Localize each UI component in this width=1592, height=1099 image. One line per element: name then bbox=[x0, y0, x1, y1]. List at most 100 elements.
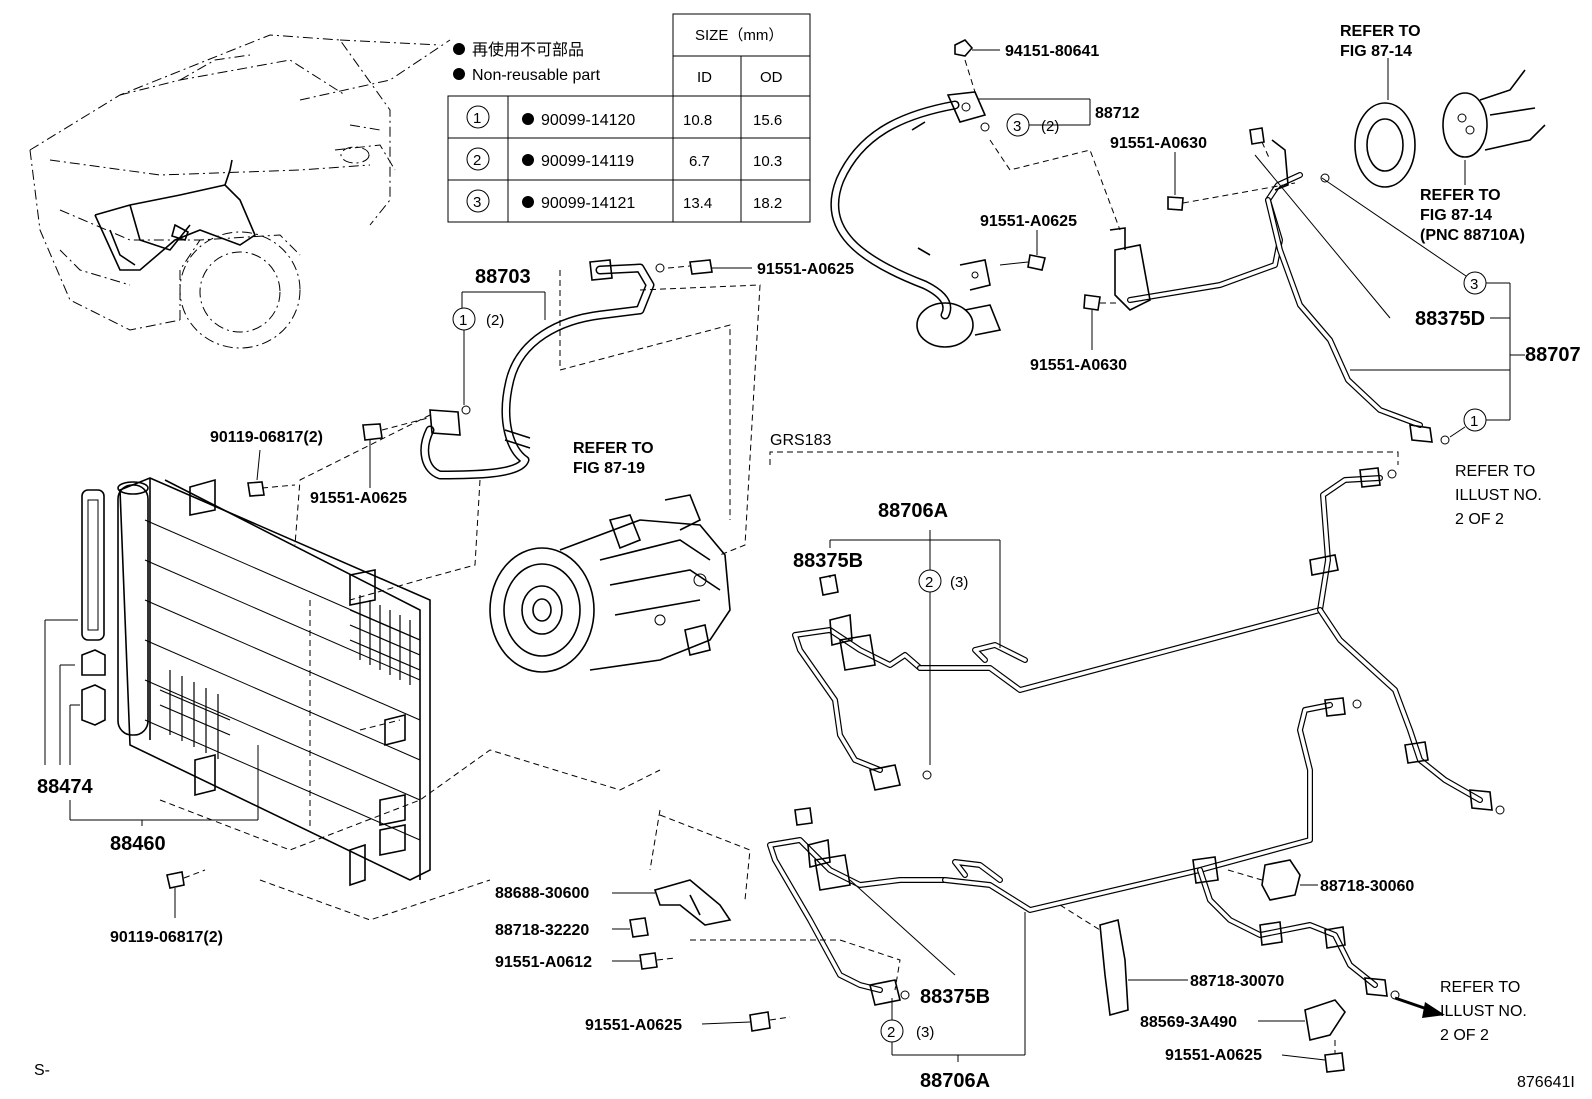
legend: 再使用不可部品 Non-reusable part SIZE（mm） ID OD… bbox=[447, 13, 811, 223]
refer-illust-2of2-a-line2: ILLUST NO. bbox=[1455, 487, 1542, 504]
refer-fig-87-14-top: REFER TO bbox=[1340, 23, 1421, 40]
part-88718-30070: 88718-30070 bbox=[1190, 973, 1284, 990]
part-91551-a0625-bot: 91551-A0625 bbox=[585, 1017, 682, 1034]
part-88703: 88703 bbox=[475, 266, 531, 288]
part-88688-30600: 88688-30600 bbox=[495, 885, 589, 902]
bolt-91551-a0612 bbox=[639, 952, 676, 970]
liquid-tube-88707 bbox=[1109, 139, 1450, 445]
clamp-88688 bbox=[653, 879, 732, 926]
s-mark: S- bbox=[34, 1062, 50, 1079]
bolt-91551-a0630-bot bbox=[1083, 294, 1120, 350]
callout-3: 3 bbox=[1013, 118, 1021, 135]
cushion-88474 bbox=[81, 649, 106, 726]
row-od: 15.6 bbox=[753, 112, 782, 129]
row-id: 13.4 bbox=[683, 195, 712, 212]
callout-2: 2 bbox=[925, 574, 933, 591]
refer-fig-87-14-top-line2: FIG 87-14 bbox=[1340, 43, 1412, 60]
callout-1-qty: (2) bbox=[486, 312, 504, 329]
od-header: OD bbox=[760, 69, 783, 86]
refer-illust-2of2-b-line3: 2 OF 2 bbox=[1440, 1027, 1489, 1044]
pulley-ring-ref bbox=[1354, 58, 1546, 188]
refer-illust-2of2-b: REFER TO bbox=[1440, 979, 1520, 996]
part-91551-a0612: 91551-A0612 bbox=[495, 954, 592, 971]
non-reusable-bullet-icon bbox=[522, 196, 534, 208]
figure-number: 876641I bbox=[1517, 1074, 1575, 1091]
part-88712: 88712 bbox=[1095, 105, 1140, 122]
refer-fig-87-19: REFER TO bbox=[573, 440, 654, 457]
non-reusable-bullet-icon bbox=[522, 113, 534, 125]
part-90119-06817-bot: 90119-06817(2) bbox=[110, 929, 223, 946]
part-91551-a0625-br: 91551-A0625 bbox=[1165, 1047, 1262, 1064]
callout-3: 3 bbox=[1470, 276, 1478, 293]
callout-2-qty: (3) bbox=[916, 1024, 934, 1041]
bolt-91551-a0630-top bbox=[1167, 182, 1296, 211]
discharge-hose-88712 bbox=[830, 91, 1002, 348]
bracket-88569 bbox=[1304, 999, 1346, 1041]
bolt-91551-a0625-hose bbox=[667, 259, 752, 275]
vehicle-location-illustration bbox=[29, 34, 451, 349]
row-part-number: 90099-14120 bbox=[541, 112, 635, 129]
tube-88706a-upper bbox=[792, 467, 1505, 815]
bolt-90119-top bbox=[247, 449, 296, 497]
row-number: 3 bbox=[473, 194, 481, 211]
row-part-number: 90099-14119 bbox=[541, 153, 634, 170]
grs183-label: GRS183 bbox=[770, 432, 831, 449]
non-reusable-bullet-icon bbox=[453, 68, 465, 80]
bolt-91551-a0625-left bbox=[362, 417, 429, 488]
refer-pnc-88710a: (PNC 88710A) bbox=[1420, 227, 1525, 244]
non-reusable-bullet-icon bbox=[453, 43, 465, 55]
arrow-right-icon bbox=[1394, 996, 1445, 1018]
bolt-91551-a0625-mid bbox=[999, 230, 1046, 271]
bolt-94151 bbox=[954, 39, 1000, 93]
row-part-number: 90099-14121 bbox=[541, 195, 635, 212]
size-header: SIZE（mm） bbox=[695, 27, 783, 44]
bracket-88718-30070 bbox=[1059, 904, 1129, 1017]
part-88375d: 88375D bbox=[1415, 308, 1485, 330]
part-88375b-top: 88375B bbox=[793, 550, 863, 572]
compressor bbox=[489, 494, 731, 673]
part-88718-32220: 88718-32220 bbox=[495, 922, 589, 939]
part-94151-80641: 94151-80641 bbox=[1005, 43, 1099, 60]
callout-2: 2 bbox=[887, 1024, 895, 1041]
callout-1: 1 bbox=[459, 312, 467, 329]
row-od: 18.2 bbox=[753, 195, 782, 212]
part-91551-a0625-hose: 91551-A0625 bbox=[757, 261, 854, 278]
table-row: 2 90099-14119 6.7 10.3 bbox=[466, 147, 782, 171]
row-od: 10.3 bbox=[753, 153, 782, 170]
refer-illust-2of2-a-line3: 2 OF 2 bbox=[1455, 511, 1504, 528]
condenser-fins bbox=[159, 595, 421, 759]
part-90119-06817-top: 90119-06817(2) bbox=[210, 429, 323, 446]
part-88460: 88460 bbox=[110, 833, 166, 855]
tube-88706a-lower bbox=[767, 697, 1400, 1006]
part-91551-a0630-top: 91551-A0630 bbox=[1110, 135, 1207, 152]
clip-88718-32220 bbox=[629, 917, 649, 938]
non-reusable-bullet-icon bbox=[522, 154, 534, 166]
part-91551-a0625-left: 91551-A0625 bbox=[310, 490, 407, 507]
refer-illust-2of2-a: REFER TO bbox=[1455, 463, 1535, 480]
refer-fig-87-19-line2: FIG 87-19 bbox=[573, 460, 645, 477]
refer-illust-2of2-b-line2: ILLUST NO. bbox=[1440, 1003, 1527, 1020]
condenser-88460 bbox=[117, 477, 431, 887]
part-88706a-bot: 88706A bbox=[920, 1070, 990, 1092]
refer-fig-87-14-mid: REFER TO bbox=[1420, 187, 1501, 204]
size-table: SIZE（mm） ID OD 1 90099-14120 10.8 15.6 2… bbox=[447, 13, 811, 223]
part-88474: 88474 bbox=[37, 776, 93, 798]
row-number: 1 bbox=[473, 110, 481, 127]
part-88707: 88707 bbox=[1525, 344, 1581, 366]
side-seal bbox=[81, 489, 105, 641]
callout-1: 1 bbox=[1470, 413, 1478, 430]
legend-en-text: Non-reusable part bbox=[472, 67, 601, 84]
row-id: 6.7 bbox=[689, 153, 710, 170]
part-88569-3a490: 88569-3A490 bbox=[1140, 1014, 1237, 1031]
bolt-91551-a0625-br bbox=[1324, 1040, 1345, 1073]
id-header: ID bbox=[697, 69, 712, 86]
part-91551-a0625-mid: 91551-A0625 bbox=[980, 213, 1077, 230]
part-88718-30060: 88718-30060 bbox=[1320, 878, 1414, 895]
part-91551-a0630-bot: 91551-A0630 bbox=[1030, 357, 1127, 374]
refer-fig-87-14-mid-line2: FIG 87-14 bbox=[1420, 207, 1492, 224]
bolt-90119-bot bbox=[166, 869, 206, 918]
callout-3-qty: (2) bbox=[1041, 118, 1059, 135]
row-id: 10.8 bbox=[683, 112, 712, 129]
callout-2-qty: (3) bbox=[950, 574, 968, 591]
legend-jp-text: 再使用不可部品 bbox=[472, 41, 584, 59]
